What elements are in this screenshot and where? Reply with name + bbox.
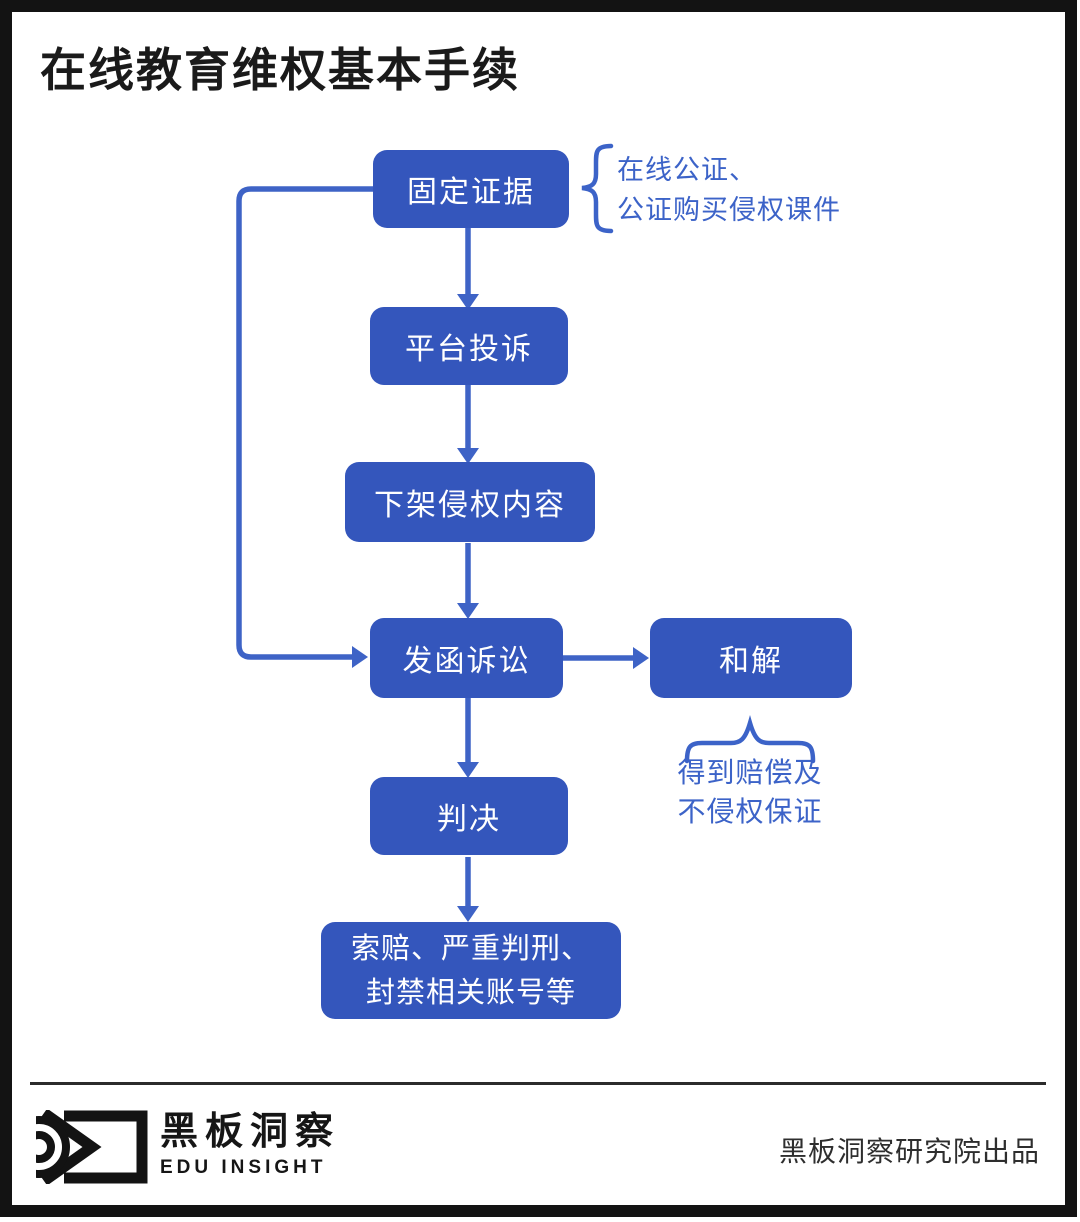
footer-credit: 黑板洞察研究院出品 [778, 1136, 1040, 1167]
flow-node-judgment: 判决 [370, 777, 568, 855]
curly-brace-icon [684, 715, 816, 764]
arrowhead-icon [457, 448, 479, 464]
flow-node-label: 和解 [719, 645, 783, 678]
annotation-line: 在线公证、 [617, 155, 757, 185]
flow-node-label: 索赔、严重判刑、 [350, 932, 591, 965]
arrowhead-icon [457, 762, 479, 778]
annotation-line: 不侵权保证 [677, 796, 823, 827]
arrowhead-icon [352, 646, 368, 668]
brand-name-en: EDU INSIGHT [160, 1157, 327, 1178]
annotation-line: 公证购买侵权课件 [617, 195, 841, 225]
arrowhead-icon [633, 647, 649, 669]
flow-node-label: 平台投诉 [405, 333, 533, 366]
annotation-settlement: 得到赔偿及 不侵权保证 [650, 753, 850, 831]
bypass-line-evidence-to-letter [236, 186, 373, 660]
flow-node-send-letter-litigation: 发函诉讼 [370, 618, 563, 698]
flow-node-label: 判决 [437, 803, 501, 836]
flow-node-settlement: 和解 [650, 618, 852, 698]
arrowhead-icon [457, 603, 479, 619]
flow-node-label: 封禁相关账号等 [365, 976, 576, 1009]
footer-divider [30, 1082, 1046, 1085]
flow-node-remove-infringing-content: 下架侵权内容 [345, 462, 595, 542]
brand-name-cn: 黑板洞察 [160, 1111, 341, 1153]
brand-text: 黑板洞察 EDU INSIGHT [160, 1110, 340, 1179]
curly-brace-icon [581, 143, 614, 234]
flow-node-label: 固定证据 [407, 176, 535, 209]
annotation-line: 得到赔偿及 [677, 757, 823, 788]
flow-node-platform-complaint: 平台投诉 [370, 307, 568, 385]
arrowhead-icon [457, 906, 479, 922]
brand-logo: 黑板洞察 EDU INSIGHT [36, 1110, 340, 1184]
arrowhead-icon [457, 294, 479, 310]
flow-node-label: 下架侵权内容 [374, 489, 566, 522]
annotation-fix-evidence: 在线公证、 公证购买侵权课件 [617, 150, 897, 230]
flow-node-label: 发函诉讼 [402, 645, 531, 678]
eye-logo-icon [36, 1110, 148, 1184]
flow-node-fix-evidence: 固定证据 [373, 150, 569, 228]
flow-node-penalties: 索赔、严重判刑、 封禁相关账号等 [321, 922, 621, 1019]
page-title: 在线教育维权基本手续 [40, 44, 520, 96]
